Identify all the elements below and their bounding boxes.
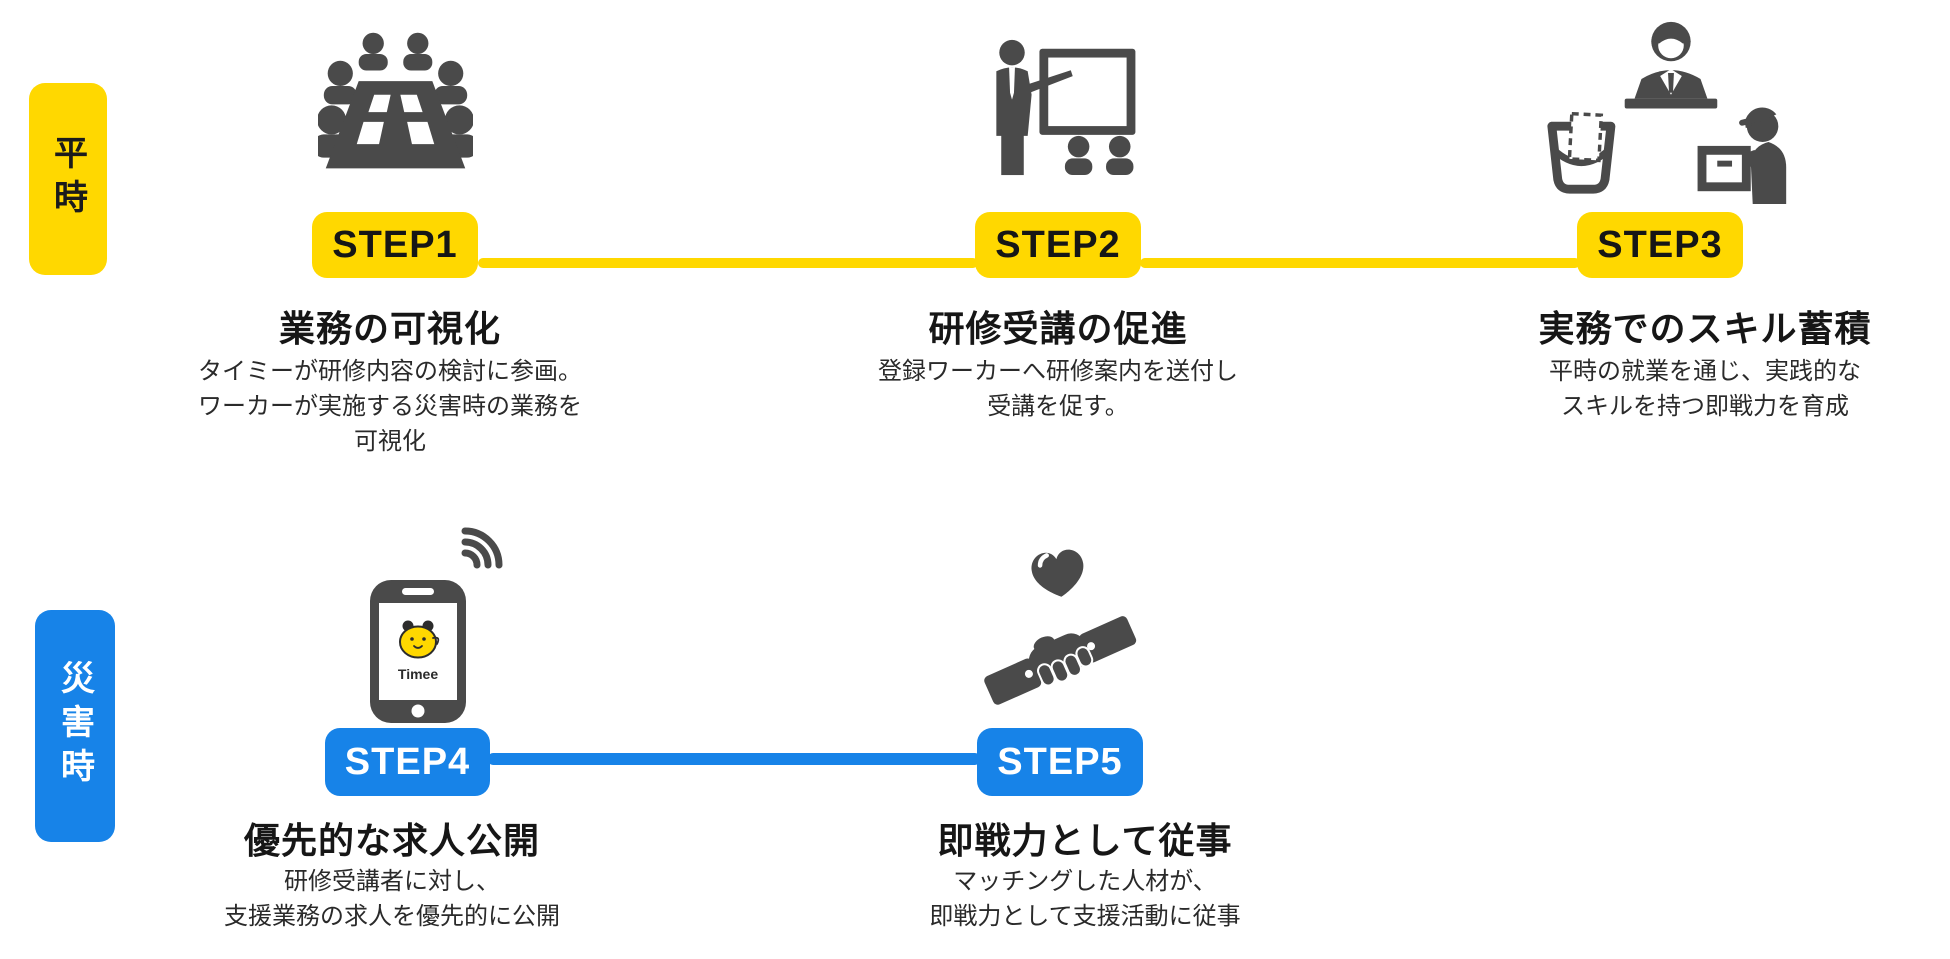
row-label-peacetime: 平時	[29, 83, 107, 275]
step3-description: 平時の就業を通じ、実践的な スキルを持つ即戦力を育成	[1465, 354, 1945, 424]
step1-badge-label: STEP1	[332, 223, 458, 266]
connector-step4-step5	[488, 753, 980, 765]
step4-desc-line: 支援業務の求人を優先的に公開	[224, 903, 560, 930]
handshake-heart-icon	[980, 535, 1140, 715]
row-label-disaster: 災害時	[35, 610, 115, 842]
step5-desc-line: マッチングした人材が、	[953, 868, 1217, 895]
step4-desc-line: 研修受講者に対し、	[284, 868, 500, 895]
step1-description: タイミーが研修内容の検討に参画。 ワーカーが実施する災害時の業務を 可視化	[140, 354, 640, 459]
step2-description: 登録ワーカーへ研修案内を送付し 受講を促す。	[808, 354, 1308, 424]
step3-desc-line: 平時の就業を通じ、実践的な	[1549, 358, 1861, 385]
connector-step2-step3	[1140, 258, 1580, 268]
step5-desc-line: 即戦力として支援活動に従事	[929, 903, 1241, 930]
training-presentation-icon	[975, 36, 1145, 178]
step2-badge-label: STEP2	[995, 223, 1121, 266]
meeting-icon	[318, 30, 473, 172]
step1-desc-line: 可視化	[354, 428, 426, 455]
step4-description: 研修受講者に対し、 支援業務の求人を優先的に公開	[142, 864, 642, 934]
step5-badge-label: STEP5	[997, 740, 1123, 783]
step5-description: マッチングした人材が、 即戦力として支援活動に従事	[835, 864, 1335, 934]
step4-badge-label: STEP4	[344, 740, 471, 783]
step1-desc-line: ワーカーが実施する災害時の業務を	[198, 393, 582, 420]
step1-title: 業務の可視化	[278, 308, 501, 349]
step2-badge: STEP2	[975, 212, 1141, 278]
timee-app-phone-icon: Timee	[365, 523, 505, 725]
step3-badge-label: STEP3	[1597, 223, 1723, 266]
step5-badge: STEP5	[977, 728, 1143, 796]
step3-title: 実務でのスキル蓄積	[1538, 308, 1872, 349]
step3-badge: STEP3	[1577, 212, 1743, 278]
step4-badge: STEP4	[325, 728, 490, 796]
step1-desc-line: タイミーが研修内容の検討に参画。	[198, 358, 582, 385]
step4-title: 優先的な求人公開	[243, 820, 540, 861]
step1-badge: STEP1	[312, 212, 478, 278]
connector-step1-step2	[478, 258, 978, 268]
work-experience-icon	[1540, 12, 1800, 204]
step2-desc-line: 登録ワーカーへ研修案内を送付し	[878, 358, 1238, 385]
step3-desc-line: スキルを持つ即戦力を育成	[1561, 393, 1849, 420]
step5-title: 即戦力として従事	[937, 820, 1233, 861]
timee-logo-text: Timee	[398, 666, 438, 682]
step2-desc-line: 受講を促す。	[987, 393, 1129, 420]
step2-title: 研修受講の促進	[928, 308, 1188, 349]
